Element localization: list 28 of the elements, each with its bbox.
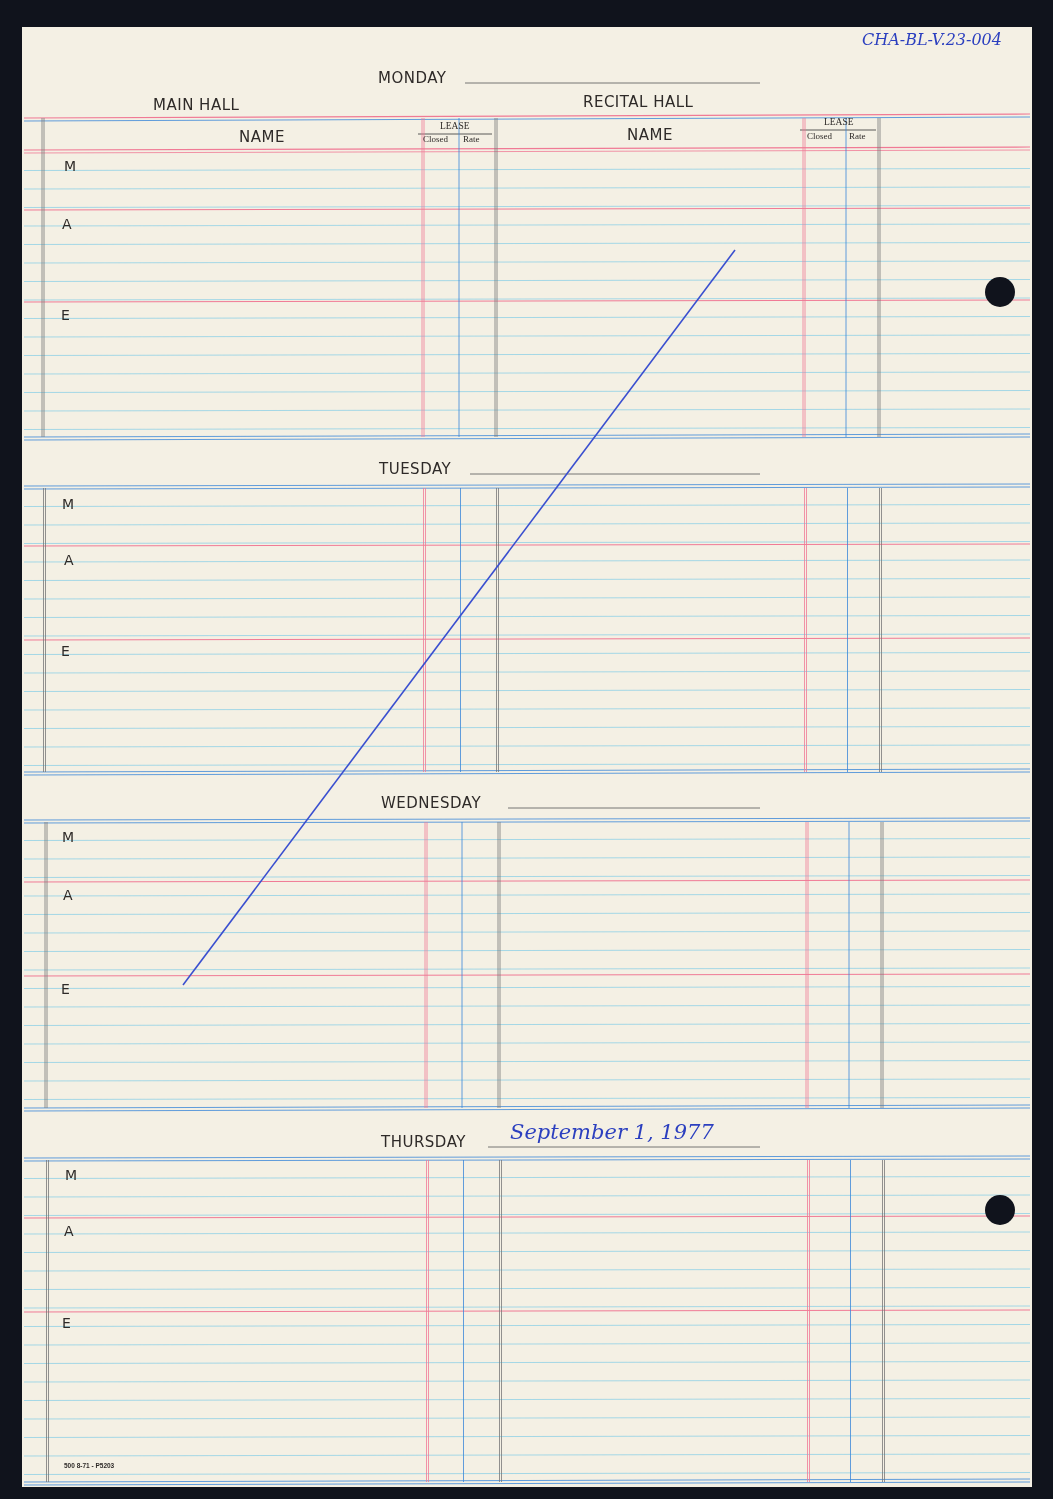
day-heading: WEDNESDAY [381,796,482,811]
row-label: E [61,644,71,658]
row-label: E [62,1316,72,1330]
column-heading: Rate [849,132,866,141]
row-label: A [63,888,74,902]
column-heading: LEASE [824,118,854,128]
handwritten-reference: CHA-BL-V.23-004 [862,32,1002,48]
row-label: M [62,830,75,844]
row-label: E [61,308,71,322]
column-heading: NAME [239,130,285,145]
row-label: M [62,497,75,511]
row-label: E [61,982,71,996]
day-heading: TUESDAY [379,462,452,477]
column-heading: Closed [423,135,448,144]
row-label: A [64,1224,75,1238]
day-heading: MONDAY [378,71,447,86]
column-heading: RECITAL HALL [583,95,694,110]
row-label: A [64,553,75,567]
column-heading: MAIN HALL [153,98,240,113]
day-heading: THURSDAY [381,1135,466,1150]
column-heading: Closed [807,132,832,141]
handwritten-date: September 1, 1977 [510,1122,714,1143]
column-heading: Rate [463,135,480,144]
column-heading: LEASE [440,122,470,132]
row-label: A [62,217,73,231]
row-label: M [64,159,77,173]
column-heading: NAME [627,128,673,143]
row-label: M [65,1168,78,1182]
